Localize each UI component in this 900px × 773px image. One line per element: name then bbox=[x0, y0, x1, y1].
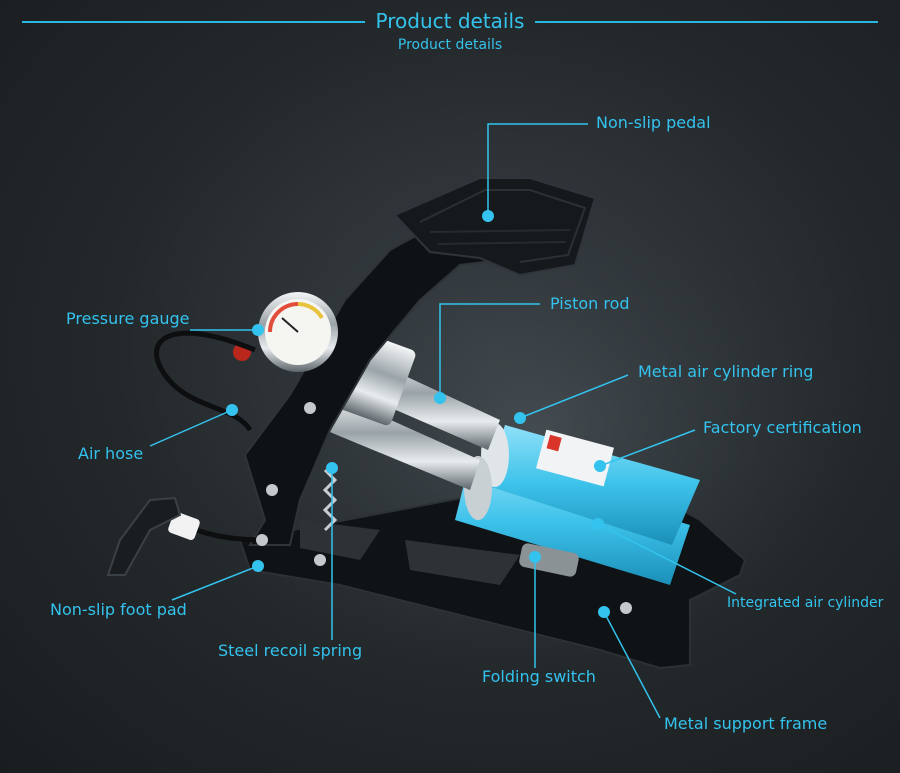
label-metal-support-frame: Metal support frame bbox=[664, 714, 828, 733]
label-piston-rod: Piston rod bbox=[550, 294, 630, 313]
page-title: Product details bbox=[375, 9, 525, 33]
steel-recoil-spring bbox=[322, 468, 338, 532]
label-non-slip-pedal: Non-slip pedal bbox=[596, 113, 711, 132]
label-folding-switch: Folding switch bbox=[482, 667, 596, 686]
label-pressure-gauge: Pressure gauge bbox=[66, 309, 190, 328]
page-subtitle: Product details bbox=[397, 37, 503, 53]
label-steel-recoil-spring: Steel recoil spring bbox=[218, 641, 363, 660]
label-metal-air-cylinder-ring: Metal air cylinder ring bbox=[638, 362, 814, 381]
label-air-hose: Air hose bbox=[78, 444, 144, 463]
air-hose bbox=[154, 330, 256, 432]
label-non-slip-foot-pad: Non-slip foot pad bbox=[50, 600, 187, 619]
label-integrated-air-cylinder: Integrated air cylinder bbox=[727, 595, 884, 611]
label-factory-certification: Factory certification bbox=[703, 418, 862, 437]
non-slip-pedal bbox=[393, 177, 597, 277]
header-line-right bbox=[535, 21, 878, 23]
header-line-left bbox=[22, 21, 365, 23]
